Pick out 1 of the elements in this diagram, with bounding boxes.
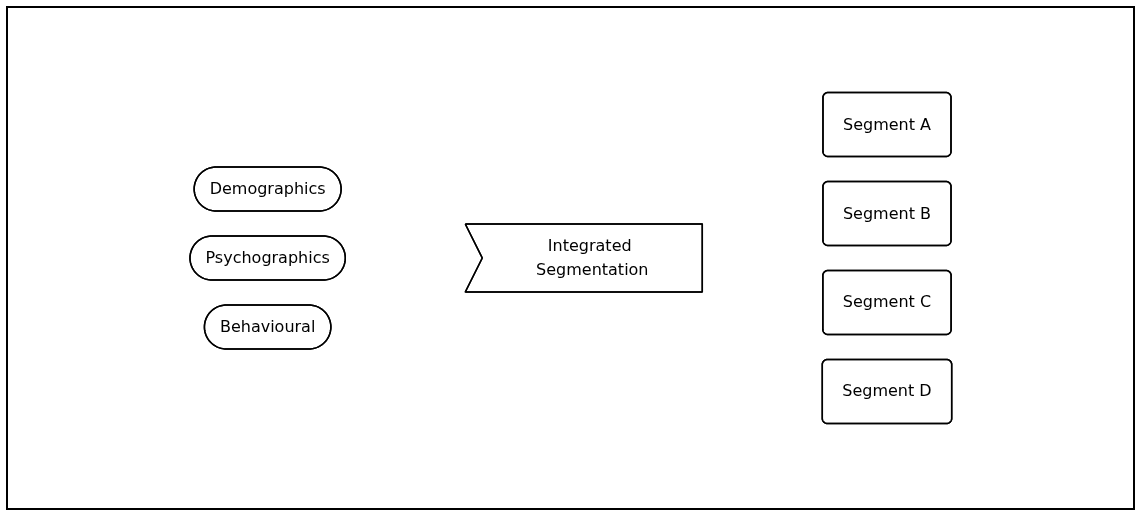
diagram-frame: Demographics Psychographics Behavioural Integrated Segmentation Segment A Segment B Segment C Segment D — [6, 6, 1135, 510]
